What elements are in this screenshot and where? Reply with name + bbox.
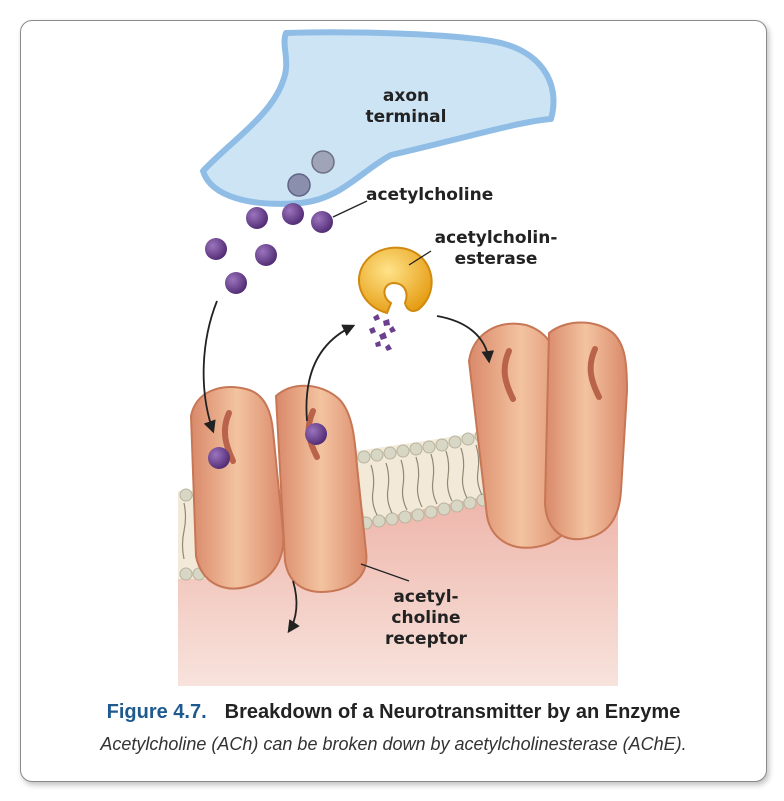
figure-number: Figure 4.7. xyxy=(106,701,207,723)
ache-text-2: esterase xyxy=(454,249,538,269)
figure-title: Breakdown of a Neurotransmitter by an En… xyxy=(224,701,681,723)
arrow-out-of-cell xyxy=(287,580,300,634)
label-acetylcholinesterase: acetylcholin- esterase xyxy=(426,228,566,270)
arrow-to-right-receptor xyxy=(436,315,495,364)
ache-text-1: acetylcholin- xyxy=(434,228,558,248)
flow-arrows xyxy=(202,300,495,634)
diagram-illustration xyxy=(178,29,629,686)
arrow-to-receptor xyxy=(202,300,218,434)
receptor-text-1: acetyl- xyxy=(393,587,459,607)
label-acetylcholine-receptor: acetyl- choline receptor xyxy=(376,587,476,650)
label-axon-terminal: axon terminal xyxy=(351,86,461,128)
receptor-protein-right xyxy=(467,321,629,549)
figure-caption-title: Figure 4.7. Breakdown of a Neurotransmitt… xyxy=(21,701,766,724)
receptor-protein-left xyxy=(189,384,368,593)
axon-terminal-text-2: terminal xyxy=(365,107,447,127)
axon-terminal-text-1: axon xyxy=(382,86,430,106)
enzyme-acetylcholinesterase xyxy=(358,246,433,351)
receptor-text-2: choline xyxy=(391,608,461,628)
acetylcholine-text: acetylcholine xyxy=(366,185,494,205)
label-acetylcholine: acetylcholine xyxy=(366,185,506,206)
figure-frame: axon terminal acetylcholine acetylcholin… xyxy=(20,20,767,782)
arrow-to-enzyme xyxy=(305,324,356,422)
axon-terminal xyxy=(200,29,557,207)
receptor-text-3: receptor xyxy=(385,629,467,649)
leader-lines xyxy=(332,200,432,582)
figure-caption-description: Acetylcholine (ACh) can be broken down b… xyxy=(100,734,687,754)
acetylcholine-molecules xyxy=(205,150,335,469)
